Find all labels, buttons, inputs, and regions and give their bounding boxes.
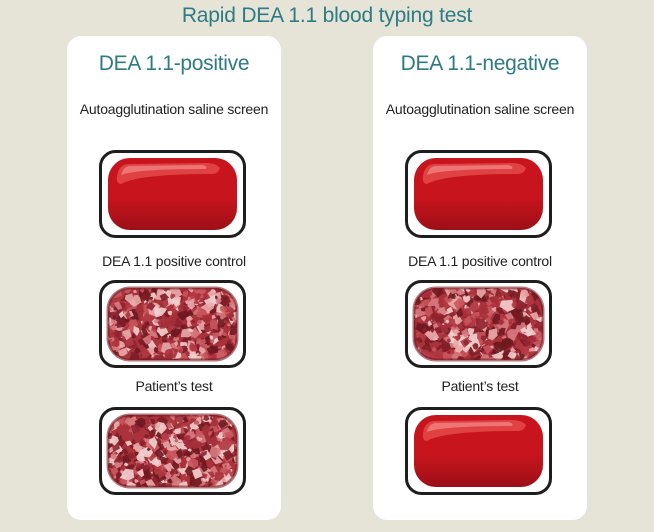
well-frame <box>99 280 246 368</box>
well-frame <box>99 407 246 495</box>
label-positive-control: DEA 1.1 positive control <box>408 253 552 269</box>
well-frame <box>405 280 552 368</box>
label-autoagglutination: Autoagglutination saline screen <box>385 101 575 117</box>
well-patient-test <box>99 407 246 495</box>
panel-negative-heading: DEA 1.1-negative <box>400 52 560 75</box>
agglutinated-blood <box>414 288 543 360</box>
well-frame <box>99 150 246 238</box>
well-frame <box>405 150 552 238</box>
panel-positive-heading: DEA 1.1-positive <box>98 52 250 75</box>
well-autoagglutination <box>405 150 552 238</box>
main-title: Rapid DEA 1.1 blood typing test <box>181 4 473 27</box>
label-autoagglutination: Autoagglutination saline screen <box>79 101 269 117</box>
label-patient-test: Patient’s test <box>135 378 213 394</box>
label-patient-test: Patient’s test <box>441 378 519 394</box>
agglutinated-blood <box>108 288 237 360</box>
well-autoagglutination <box>99 150 246 238</box>
well-patient-test <box>405 407 552 495</box>
well-frame <box>405 407 552 495</box>
panel-positive: DEA 1.1-positive Autoagglutination salin… <box>67 36 281 520</box>
well-positive-control <box>405 280 552 368</box>
label-positive-control: DEA 1.1 positive control <box>102 253 246 269</box>
well-positive-control <box>99 280 246 368</box>
agglutinated-blood <box>108 415 237 487</box>
panel-negative: DEA 1.1-negative Autoagglutination salin… <box>373 36 587 520</box>
